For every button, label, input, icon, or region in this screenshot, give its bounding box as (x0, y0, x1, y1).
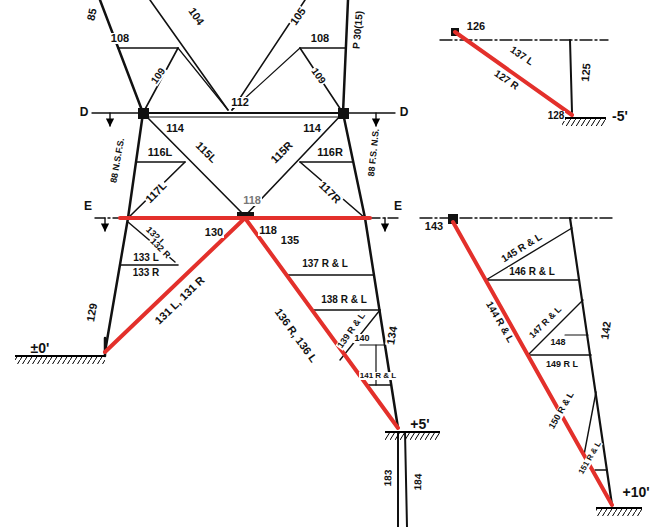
callout-number: 85 (85, 6, 99, 22)
callout-number: 128 (547, 111, 566, 121)
callout-number: 114 (165, 123, 185, 134)
ground-hatch (15, 118, 642, 516)
callout-number: E (83, 200, 93, 212)
callout-number: 131 L, 131 R (153, 273, 208, 326)
callout-number: 147 R & L (528, 304, 565, 341)
callout-number: 116L (147, 147, 173, 158)
callout-number: 146 R & L (508, 267, 556, 277)
callout-number: D (79, 106, 90, 118)
callout-number: 130 (204, 227, 224, 238)
callout-number: 133 L (132, 253, 160, 263)
callout-number: 148 (549, 338, 566, 347)
callout-number: 183 (383, 468, 394, 487)
callout-number: 109 (149, 65, 168, 86)
callout-number: 109 (309, 65, 328, 86)
callout-number: 184 (413, 472, 424, 491)
callout-number: 88 N.S.F.S. (109, 136, 126, 184)
callout-number: 125 (580, 61, 593, 82)
callout-number: 137 L (508, 44, 536, 68)
callout-number: 126 (466, 21, 486, 32)
callout-number: ±0' (30, 341, 51, 355)
callout-number: 104 (186, 5, 207, 28)
callout-number: 149 R L (545, 360, 579, 369)
callout-number: 118 (242, 195, 262, 206)
callout-number: 116R (316, 147, 344, 158)
callout-number: 88 F.S. N.S. (367, 127, 381, 178)
callout-number: 117L (143, 179, 169, 205)
callout-number: 108 (310, 33, 330, 44)
callout-number: P 30(15) (351, 10, 364, 51)
callout-number: 135 (280, 235, 300, 246)
callout-number: 143 (424, 221, 444, 232)
callout-number: E (393, 200, 403, 212)
callout-number: 105 (288, 5, 309, 28)
callout-number: 138 R & L (320, 295, 368, 305)
callout-number: 142 (599, 319, 613, 341)
callout-number: 134 (385, 324, 399, 346)
callout-number: 144 R & L (484, 299, 516, 345)
callout-number: 117R (316, 178, 343, 205)
callout-number: 133 R (132, 268, 161, 278)
callout-number: 115R (268, 138, 295, 165)
callout-number: -5' (611, 109, 629, 123)
tower-members (92, 0, 615, 527)
callout-number: 129 (85, 301, 99, 323)
callout-number: 115L (193, 139, 219, 165)
callout-number: 112 (230, 97, 250, 108)
callout-number: +10' (621, 485, 650, 499)
callout-number: 127 R (491, 68, 520, 92)
callout-number: 118 (258, 225, 278, 236)
callout-number: 139 R & L (336, 310, 368, 350)
callout-number: 108 (110, 33, 130, 44)
callout-number: 136 R, 136 L (272, 305, 319, 365)
callout-number: +5' (409, 417, 430, 431)
callout-number: 141 R & L (359, 372, 397, 380)
callout-number: 145 R & L (499, 231, 545, 265)
callout-number: D (399, 106, 410, 118)
callout-number: 150 R & L (547, 389, 576, 431)
callout-number: 140 (353, 334, 370, 343)
red-highlight (105, 32, 612, 505)
callout-number: 114 (302, 123, 322, 134)
callout-number: 137 R & L (301, 259, 349, 269)
joint-plates (138, 28, 459, 224)
callout-number: 151 R & L (577, 439, 603, 476)
